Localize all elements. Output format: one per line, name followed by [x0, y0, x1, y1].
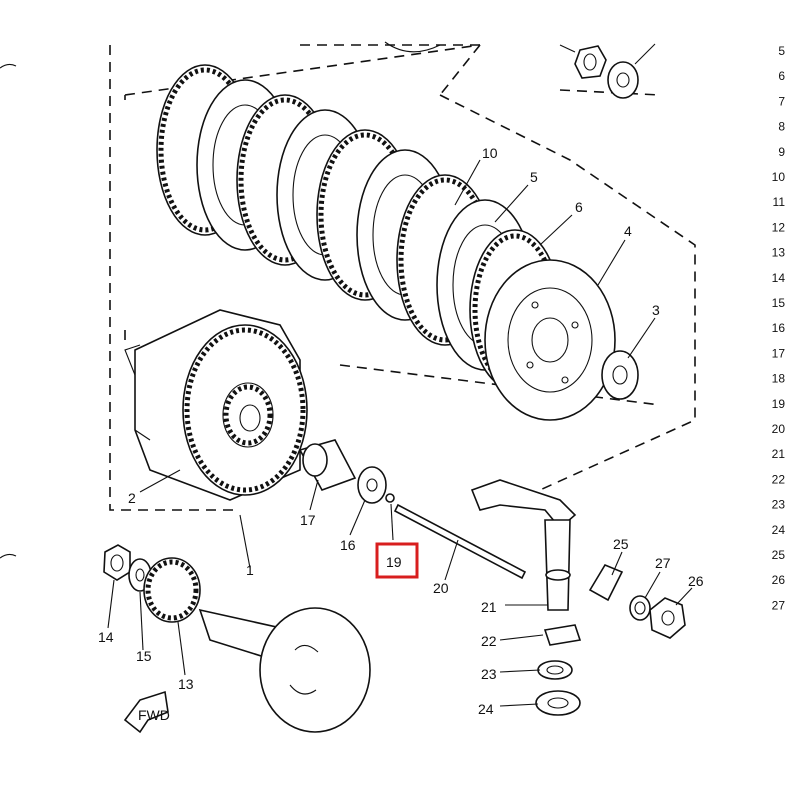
row-number: 24: [772, 523, 786, 537]
part-label-26: 26: [688, 573, 704, 589]
highlight-box-part-19: [375, 542, 419, 579]
row-number: 10: [772, 170, 786, 184]
part-label-10: 10: [482, 145, 498, 161]
row-number: 22: [772, 472, 786, 486]
row-number: 19: [772, 397, 786, 411]
row-number: 27: [772, 598, 786, 612]
part-label-13: 13: [178, 676, 194, 692]
primary-drive-parts: [103, 544, 371, 733]
row-number: 21: [772, 447, 786, 461]
push-rod-assembly: [298, 439, 527, 580]
row-number: 18: [772, 372, 786, 386]
part-label-19: 19: [386, 554, 402, 570]
row-number: 16: [772, 321, 786, 335]
row-number: 9: [778, 145, 785, 159]
left-margin-mark-bottom: [0, 553, 17, 559]
row-number: 6: [778, 69, 785, 83]
part-label-17: 17: [300, 512, 316, 528]
part-label-16: 16: [340, 537, 356, 553]
row-number: 8: [778, 120, 785, 134]
part-label-5: 5: [530, 169, 538, 185]
part-label-24: 24: [478, 701, 494, 717]
row-number: 15: [772, 296, 786, 310]
top-right-dashed: [439, 44, 661, 96]
part-label-21: 21: [481, 599, 497, 615]
row-number: 23: [772, 498, 786, 512]
upper-dashed-boundary: [109, 45, 240, 511]
fwd-label: FWD: [138, 707, 170, 723]
part-label-14: 14: [98, 629, 114, 645]
washer-3: [601, 350, 639, 400]
row-number: 25: [772, 548, 786, 562]
row-number: 5: [778, 44, 785, 58]
part-label-6: 6: [575, 199, 583, 215]
row-number-column: 5 6 7 8 9 10 11 12 13 14 15 16 17 18 19 20 21 22 23 24 25 26 2…: [772, 44, 786, 612]
part-label-2: 2: [128, 490, 136, 506]
pressure-plate: [484, 259, 616, 421]
release-shaft-assembly: [470, 479, 686, 716]
part-label-15: 15: [136, 648, 152, 664]
left-margin-mark-top: [0, 63, 17, 69]
top-nut-washer: [384, 41, 656, 99]
part-label-1: 1: [246, 562, 254, 578]
row-number: 17: [772, 346, 786, 360]
part-label-20: 20: [433, 580, 449, 596]
row-number: 11: [773, 195, 786, 209]
row-number: 12: [772, 220, 786, 234]
row-number: 26: [772, 573, 786, 587]
clutch-housing: [124, 309, 308, 501]
part-label-25: 25: [613, 536, 629, 552]
leader-lines: [107, 159, 693, 707]
part-label-27: 27: [655, 555, 671, 571]
row-number: 20: [772, 422, 786, 436]
part-label-23: 23: [481, 666, 497, 682]
row-number: 14: [772, 271, 786, 285]
part-label-3: 3: [652, 302, 660, 318]
part-labels: 10 5 6 4 3 2 1 17 16 19 20 21 22 23 24 2…: [98, 145, 704, 717]
row-number: 7: [778, 94, 785, 108]
part-label-4: 4: [624, 223, 632, 239]
fwd-arrow-icon: FWD: [123, 690, 170, 734]
row-number: 13: [772, 246, 786, 260]
part-label-22: 22: [481, 633, 497, 649]
